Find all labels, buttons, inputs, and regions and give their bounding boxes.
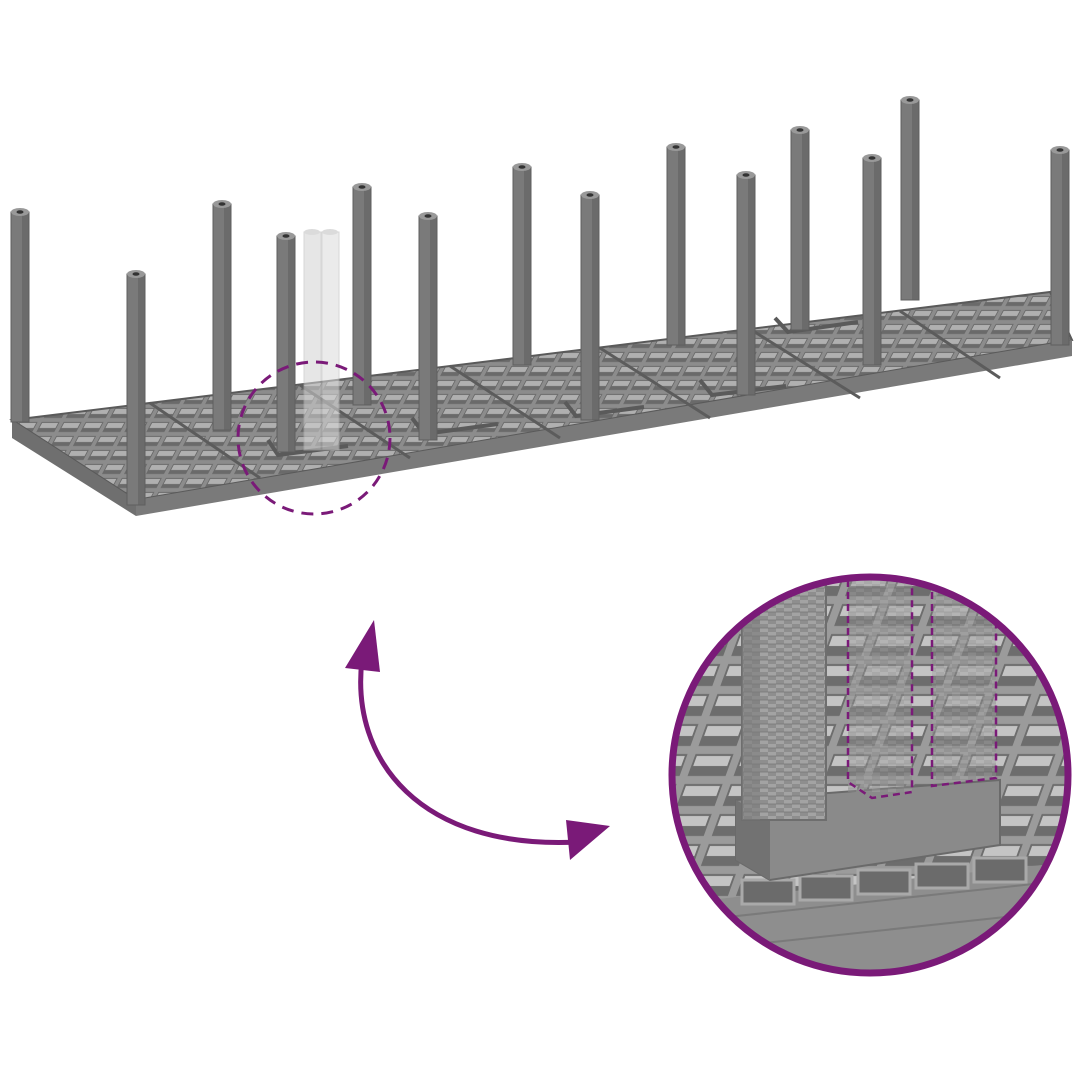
vertical-post [1050,146,1070,346]
tray-front-rail [12,420,136,516]
vertical-post [10,208,30,423]
ghost-post [303,229,340,451]
vertical-post [736,171,756,396]
highlight-dashed-circle-icon [236,360,392,516]
vertical-post [126,270,146,506]
vertical-post [580,191,600,421]
vertical-post [790,126,810,331]
vertical-posts [10,96,1070,506]
vertical-post [418,212,438,441]
vertical-post [666,143,686,346]
vertical-post [900,96,920,301]
vertical-post [212,200,232,431]
vertical-post [862,154,882,366]
curved-double-arrow-icon [345,620,610,860]
vertical-post [512,163,532,366]
tray-top-surface [9,290,1074,502]
shelf-platform [9,96,1074,516]
detail-circle-border [668,573,1072,977]
detail-magnified-view [668,573,1072,977]
vertical-post [276,232,296,453]
vertical-post [352,183,372,406]
